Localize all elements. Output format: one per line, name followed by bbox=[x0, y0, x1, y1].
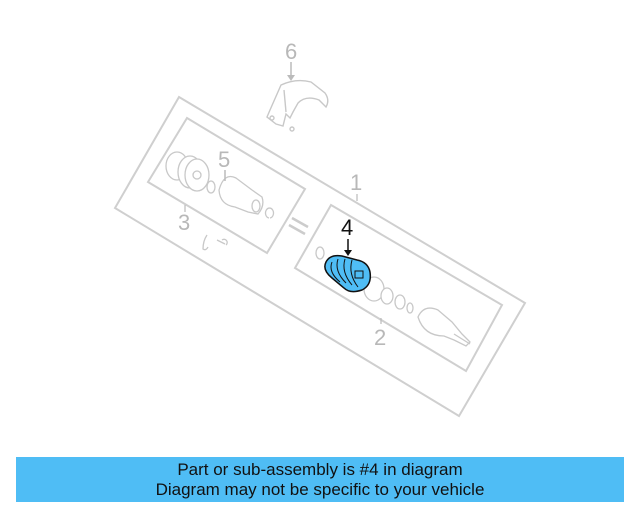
callout-1: 1 bbox=[350, 170, 362, 195]
equals-icon bbox=[288, 216, 309, 236]
right-kit-frame bbox=[293, 203, 504, 373]
callout-4: 4 bbox=[341, 215, 353, 240]
banner-line-1: Part or sub-assembly is #4 in diagram bbox=[177, 460, 463, 479]
callout-4-arrowhead bbox=[344, 250, 352, 256]
callout-6: 6 bbox=[285, 39, 297, 64]
callout-2: 2 bbox=[374, 325, 386, 350]
callout-6-arrowhead bbox=[287, 75, 295, 81]
parts-diagram: 6 5 3 1 2 4 bbox=[113, 39, 527, 418]
shield-part-icon bbox=[266, 79, 329, 132]
cv-joint-parts-left bbox=[165, 151, 275, 219]
info-banner: Part or sub-assembly is #4 in diagram Di… bbox=[16, 457, 624, 502]
callout-3: 3 bbox=[178, 210, 190, 235]
left-kit-frame bbox=[146, 116, 307, 255]
assembly-frame bbox=[113, 95, 527, 418]
banner-line-2: Diagram may not be specific to your vehi… bbox=[155, 480, 485, 499]
clamp-bolt-icon bbox=[202, 234, 228, 251]
callout-5: 5 bbox=[218, 147, 230, 172]
cv-boot-part-4[interactable] bbox=[324, 254, 372, 293]
